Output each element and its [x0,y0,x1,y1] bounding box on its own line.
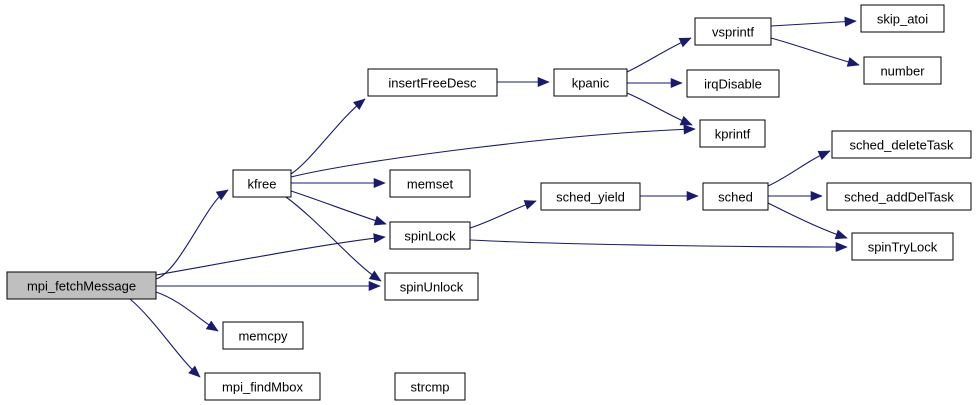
node-box[interactable] [702,182,769,211]
graph-node-spinLock[interactable]: spinLock [389,221,471,250]
node-box[interactable] [232,169,292,198]
edge-arrowhead-icon [373,215,387,226]
graph-node-mpi_fetchMessage[interactable]: mpi_fetchMessage [6,271,157,300]
graph-node-memset[interactable]: memset [389,169,471,198]
node-box[interactable] [826,182,972,211]
graph-node-irqDisable[interactable]: irqDisable [686,69,780,98]
graph-node-skip_atoi[interactable]: skip_atoi [860,4,945,33]
node-box[interactable] [389,169,471,198]
graph-node-kpanic[interactable]: kpanic [553,68,628,97]
nodes-layer: mpi_fetchMessage kfree memcpy mpi_findMbox s… [6,4,972,401]
node-box[interactable] [686,69,780,98]
call-edge [627,77,683,89]
node-box[interactable] [699,119,766,148]
edge-arrowhead-icon [353,98,366,111]
node-box[interactable] [851,232,954,261]
node-box[interactable] [831,130,972,159]
edge-arrowhead-icon [846,57,860,67]
node-box[interactable] [6,271,157,300]
call-edge [767,202,848,240]
call-edge [469,239,848,253]
node-box[interactable] [860,4,945,33]
node-box[interactable] [540,182,641,211]
call-edge [767,150,831,187]
edge-arrowhead-icon [373,233,386,244]
edge-arrowhead-icon [188,365,201,378]
graph-node-spinTryLock[interactable]: spinTryLock [851,232,954,261]
edge-line [770,37,860,66]
edge-arrowhead-icon [834,229,848,240]
call-edge [285,196,382,282]
call-edge [291,177,386,189]
edge-arrowhead-icon [683,124,696,135]
graph-node-mpi_findMbox[interactable]: mpi_findMbox [204,372,321,401]
graph-node-sched[interactable]: sched [702,182,769,211]
edge-line [290,190,387,225]
node-box[interactable] [384,272,479,301]
edge-arrowhead-icon [523,200,537,210]
call-edge [469,200,537,229]
edge-line [155,236,386,276]
node-box[interactable] [204,372,321,401]
edge-line [290,128,696,178]
edge-arrowhead-icon [537,76,550,88]
node-box[interactable] [553,68,628,97]
graph-node-sched_deleteTask[interactable]: sched_deleteTask [831,130,972,159]
call-edge [768,190,823,202]
edge-arrowhead-icon [373,177,386,189]
call-edge [156,280,381,292]
call-edge [290,124,696,178]
graph-node-kprintf[interactable]: kprintf [699,119,766,148]
edge-arrowhead-icon [679,115,693,126]
edge-line [290,98,366,175]
node-box[interactable] [367,68,498,97]
graph-node-strcmp[interactable]: strcmp [394,372,466,401]
edge-arrowhead-icon [678,37,692,48]
call-edge [155,233,386,276]
edge-arrowhead-icon [368,280,381,292]
edge-arrowhead-icon [670,77,683,89]
node-box[interactable] [389,221,471,250]
node-box[interactable] [694,17,772,46]
edge-arrowhead-icon [205,320,219,332]
graph-node-insertFreeDesc[interactable]: insertFreeDesc [367,68,498,97]
node-box[interactable] [863,56,942,85]
edge-arrowhead-icon [835,241,848,253]
node-box[interactable] [394,372,466,401]
edge-arrowhead-icon [215,189,229,201]
call-edge [640,190,699,202]
call-edge [155,189,229,280]
edge-arrowhead-icon [368,270,382,282]
edge-arrowhead-icon [810,190,823,202]
edge-arrowhead-icon [686,190,699,202]
graph-node-sched_yield[interactable]: sched_yield [540,182,641,211]
graph-node-kfree[interactable]: kfree [232,169,292,198]
call-edge [626,92,693,126]
edge-line [155,189,229,280]
call-edge [770,37,860,67]
call-edge [290,98,366,175]
call-edge [155,291,219,332]
call-edge [290,190,387,226]
graph-node-spinUnlock[interactable]: spinUnlock [384,272,479,301]
graph-node-vsprintf[interactable]: vsprintf [694,17,772,46]
node-box[interactable] [222,321,304,350]
edges-layer [129,16,860,378]
call-edge [129,298,201,378]
graph-node-number[interactable]: number [863,56,942,85]
call-edge [626,37,692,73]
graph-node-memcpy[interactable]: memcpy [222,321,304,350]
call-edge [770,16,857,27]
graph-node-sched_addDelTask[interactable]: sched_addDelTask [826,182,972,211]
edge-line [469,239,848,248]
call-edge [497,76,550,88]
edge-line [770,20,857,27]
edge-arrowhead-icon [844,16,857,27]
edge-arrowhead-icon [817,150,831,161]
